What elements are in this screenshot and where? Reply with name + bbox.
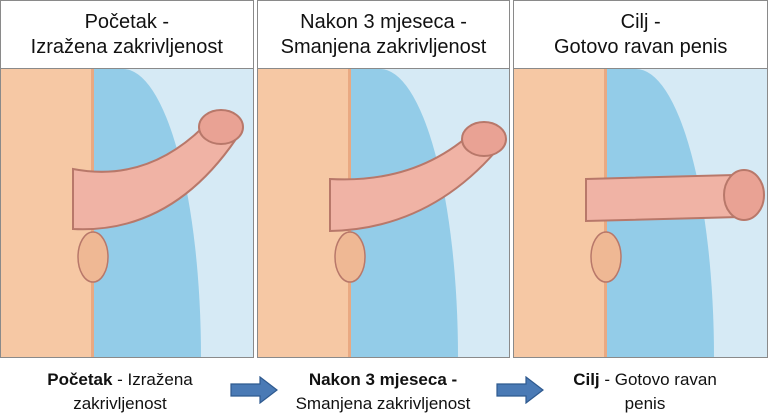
header-line-2: Izražena zakrivljenost [30,35,223,58]
caption-rest: - Izražena [112,370,193,389]
panel-stage-2: Nakon 3 mjeseca - Smanjena zakrivljenost [256,0,511,358]
caption-line-2: penis [624,394,666,413]
panel-stage-3: Cilj - Gotovo ravan penis [513,0,768,358]
panel-header: Cilj - Gotovo ravan penis [514,1,768,69]
header-line-1: Početak - [84,10,170,33]
header-line-2: Gotovo ravan penis [553,35,728,58]
caption-line-2: Smanjena zakrivljenost [295,394,471,413]
panel-stage-1: Početak - Izražena zakrivljenost [0,0,254,358]
caption-rest: - Gotovo ravan [599,370,717,389]
moderate-curve-shape-icon [328,121,507,233]
caption-stage-3: Cilj - Gotovo ravan penis [545,368,745,416]
caption-stage-2: Nakon 3 mjeseca - Smanjena zakrivljenost [278,368,488,416]
lower-shape-icon [77,231,109,283]
caption-bold: Cilj [573,370,600,389]
lower-shape-icon [590,231,623,283]
arrow-right-icon [496,376,544,404]
header-line-2: Smanjena zakrivljenost [280,35,487,58]
arrow-right-icon [230,376,278,404]
illustration-stage-1 [1,69,253,357]
straight-shape-icon [585,169,766,223]
caption-bold: Početak [47,370,113,389]
panel-header: Početak - Izražena zakrivljenost [1,1,253,69]
panel-header: Nakon 3 mjeseca - Smanjena zakrivljenost [257,1,510,69]
caption-stage-1: Početak - Izražena zakrivljenost [20,368,220,416]
lower-shape-icon [333,231,366,283]
header-line-1: Nakon 3 mjeseca - [300,10,467,33]
caption-line-2: zakrivljenost [73,394,167,413]
curved-shape-icon [72,109,244,231]
header-line-1: Cilj - [620,10,661,33]
caption-row: Početak - Izražena zakrivljenost Nakon 3… [0,360,768,419]
illustration-stage-2 [257,69,510,357]
panel-row: Početak - Izražena zakrivljenost Nakon 3… [0,0,768,358]
caption-bold: Nakon 3 mjeseca - [308,370,458,389]
illustration-stage-3 [514,69,768,357]
